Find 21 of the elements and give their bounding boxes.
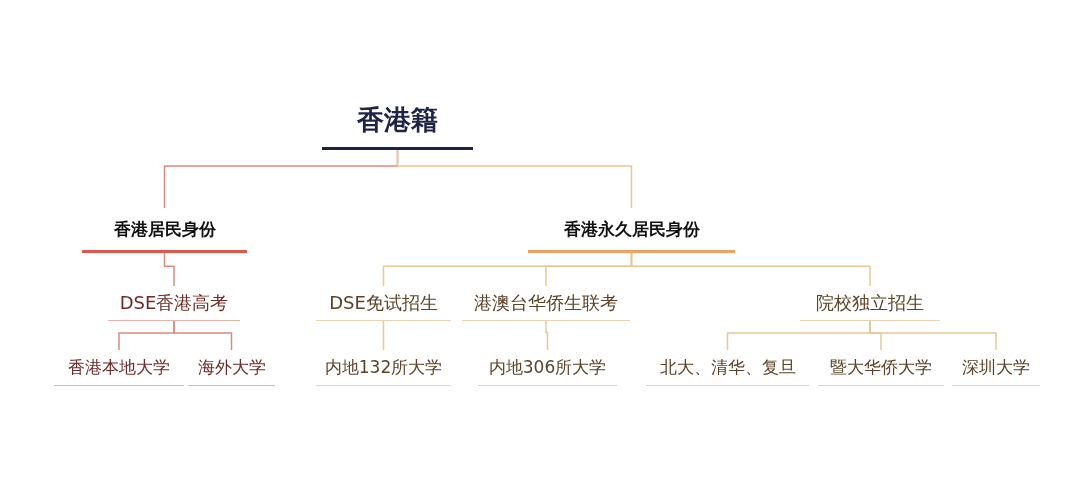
- underlined-label: 港澳台华侨生联考: [462, 286, 630, 321]
- underlined-label: 院校独立招生: [800, 286, 940, 321]
- underlined-label: DSE免试招生: [316, 286, 451, 321]
- connector-line: [630, 252, 871, 287]
- connector-line: [163, 252, 175, 287]
- underlined-label: 香港本地大学: [54, 350, 184, 386]
- underlined-label: DSE香港高考: [108, 286, 240, 321]
- connector-line: [173, 320, 233, 351]
- underlined-label: 北大、清华、复旦: [646, 350, 809, 386]
- underlined-label: 内地306所大学: [478, 350, 617, 386]
- connector-line: [869, 320, 997, 351]
- connector-line: [396, 149, 633, 209]
- underlined-label: 暨大华侨大学: [818, 350, 944, 386]
- connector-line: [545, 320, 549, 351]
- underlined-label: 海外大学: [188, 350, 275, 386]
- connector-line: [382, 320, 385, 351]
- underlined-label: 内地132所大学: [316, 350, 451, 386]
- title-heading: 香港籍: [322, 92, 473, 150]
- category-heading: 香港永久居民身份: [528, 208, 735, 253]
- category-heading: 香港居民身份: [82, 208, 247, 253]
- underlined-label: 深圳大学: [952, 350, 1040, 386]
